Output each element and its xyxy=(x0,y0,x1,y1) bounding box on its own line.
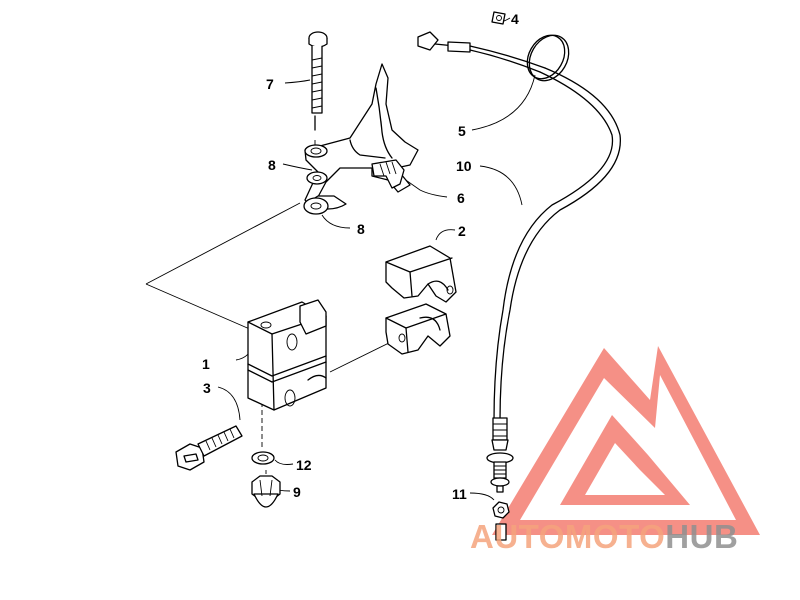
o-ring-part-5 xyxy=(526,34,570,82)
callout-4: 4 xyxy=(511,11,519,27)
callout-3: 3 xyxy=(203,380,211,396)
watermark-logo-icon xyxy=(492,346,760,535)
watermark-hub: HUB xyxy=(665,518,738,555)
washer-part-12 xyxy=(251,451,275,465)
washer-lower-part-8 xyxy=(303,197,329,215)
bolt-part-7 xyxy=(308,31,328,131)
watermark-text: AUTOMOTOHUB xyxy=(470,518,738,555)
callout-5: 5 xyxy=(458,123,466,139)
acorn-nut-part-9 xyxy=(251,475,281,508)
clip-part-4 xyxy=(491,11,506,25)
callout-labels: 7 4 5 10 8 6 8 2 1 3 12 9 11 xyxy=(202,11,519,502)
callout-2: 2 xyxy=(458,223,466,239)
callout-7: 7 xyxy=(266,76,274,92)
callout-6: 6 xyxy=(457,190,465,206)
callout-1: 1 xyxy=(202,356,210,372)
clamp-upper-part-2 xyxy=(385,245,457,303)
lever-bracket-part-6 xyxy=(304,63,419,210)
clamp-lower-part-2 xyxy=(385,303,451,355)
washer-upper-part-8 xyxy=(306,171,328,185)
callout-8-lower: 8 xyxy=(357,221,365,237)
callout-8-upper: 8 xyxy=(268,157,276,173)
mount-block-part-1 xyxy=(247,299,327,411)
callout-10: 10 xyxy=(456,158,472,174)
leader-lines xyxy=(145,17,536,501)
callout-12: 12 xyxy=(296,457,312,473)
throttle-cable-part-10 xyxy=(417,31,621,493)
callout-11: 11 xyxy=(452,486,467,502)
nut-part-11 xyxy=(492,501,510,541)
hex-bolt-part-3 xyxy=(175,425,243,471)
watermark-auto: AUTO xyxy=(470,518,565,555)
callout-9: 9 xyxy=(293,484,301,500)
watermark-moto: MOTO xyxy=(565,518,665,555)
svg-text:AUTOMOTOHUB: AUTOMOTOHUB xyxy=(470,518,738,555)
